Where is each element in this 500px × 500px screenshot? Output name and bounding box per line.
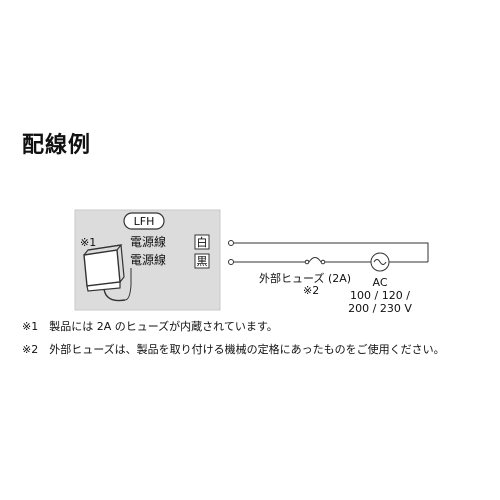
wire-label-1: 電源線 bbox=[130, 234, 166, 249]
wire-white-line bbox=[234, 242, 429, 262]
ac-voltage-line2: 200 / 230 V bbox=[348, 302, 412, 315]
page-title: 配線例 bbox=[22, 133, 92, 158]
signal-tower-icon bbox=[83, 244, 126, 302]
ac-source-icon bbox=[370, 252, 390, 272]
wire-color-box-white bbox=[194, 234, 210, 250]
fuse-note-mark: ※2 bbox=[303, 284, 319, 297]
terminal-white bbox=[228, 240, 234, 246]
fuse-icon bbox=[304, 257, 326, 265]
fuse-label: 外部ヒューズ (2A) bbox=[259, 271, 351, 285]
wire-color-black: 黒 bbox=[197, 255, 208, 268]
wire-color-box-black bbox=[194, 253, 210, 269]
device-lead-wires bbox=[124, 268, 132, 301]
ac-label: AC bbox=[372, 276, 387, 289]
wire-label-2: 電源線 bbox=[130, 252, 166, 267]
footnote-1: ※1 製品には 2A のヒューズが内蔵されています。 bbox=[22, 320, 278, 333]
ac-voltage-line1: 100 / 120 / bbox=[350, 289, 410, 302]
terminal-black bbox=[228, 259, 234, 265]
wire-color-white: 白 bbox=[197, 235, 208, 249]
device-note-mark: ※1 bbox=[80, 236, 96, 249]
footnote-2: ※2 外部ヒューズは、製品を取り付ける機械の定格にあったものをご使用ください。 bbox=[22, 343, 445, 356]
model-label: LFH bbox=[134, 215, 155, 228]
model-tag bbox=[123, 212, 165, 230]
